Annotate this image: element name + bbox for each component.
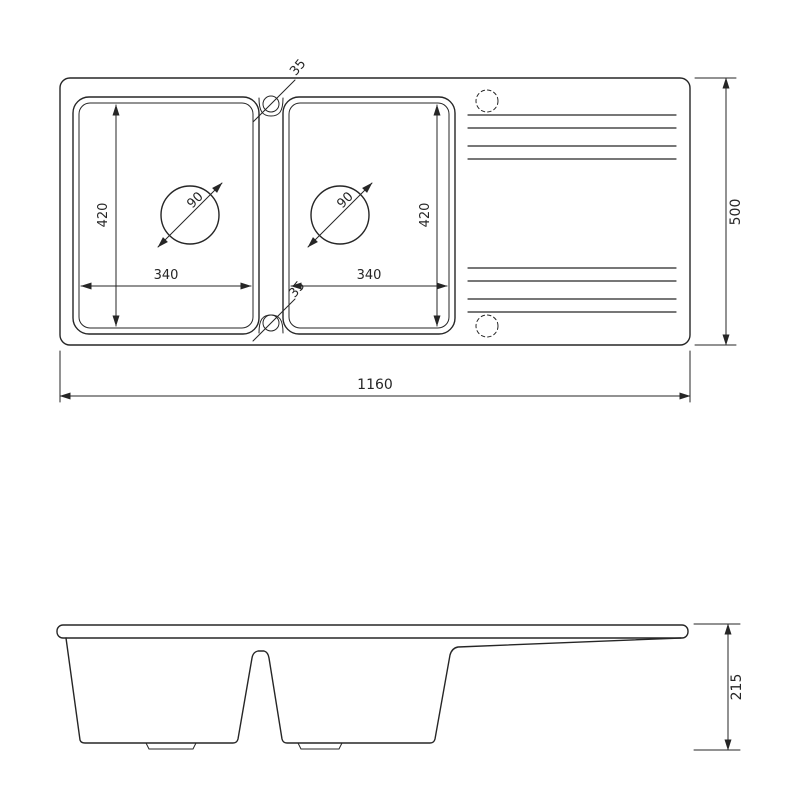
left-bowl-depth-label: 420 xyxy=(96,203,111,228)
left-bowl-drain-boss xyxy=(145,742,197,750)
middle-bowl: 90 420 340 xyxy=(282,96,456,335)
overall-height-label: 215 xyxy=(729,674,745,701)
overall-width-label: 1160 xyxy=(357,377,393,393)
tap-hole-top-leader xyxy=(252,79,296,123)
left-bowl-inner-edge xyxy=(78,102,254,329)
middle-bowl-outer-edge xyxy=(282,96,456,335)
middle-bowl-width-label: 340 xyxy=(357,268,382,283)
middle-bowl-inner-edge xyxy=(288,102,450,329)
left-bowl: 90 420 340 xyxy=(72,96,260,335)
sink-body-profile xyxy=(65,637,682,744)
side-view: 215 xyxy=(56,623,745,751)
overall-depth-label: 500 xyxy=(728,199,744,226)
dim-overall-width: 1160 xyxy=(59,350,691,403)
dim-overall-depth: 500 xyxy=(694,77,744,346)
drainboard-tap-hole-bottom-dashed xyxy=(475,314,499,338)
middle-bowl-drain-boss xyxy=(297,742,343,750)
top-view: 90 420 340 90 420 340 35 xyxy=(59,57,744,403)
sink-rim-outline xyxy=(59,77,691,346)
left-bowl-outer-edge xyxy=(72,96,260,335)
drainboard xyxy=(467,89,677,338)
tap-hole-top-circle xyxy=(262,95,280,113)
tap-ledge-top-shape xyxy=(258,97,284,117)
left-drain-diameter-line xyxy=(157,182,223,248)
middle-bowl-depth-label: 420 xyxy=(418,203,433,228)
dim-overall-height: 215 xyxy=(693,623,745,751)
sink-rim-profile xyxy=(56,624,689,639)
left-bowl-width-label: 340 xyxy=(154,268,179,283)
tap-hole-bottom-leader xyxy=(252,298,296,342)
middle-drain-diameter-line xyxy=(307,182,373,248)
drainboard-tap-hole-top-dashed xyxy=(475,89,499,113)
tap-hole-bottom-circle xyxy=(262,314,280,332)
